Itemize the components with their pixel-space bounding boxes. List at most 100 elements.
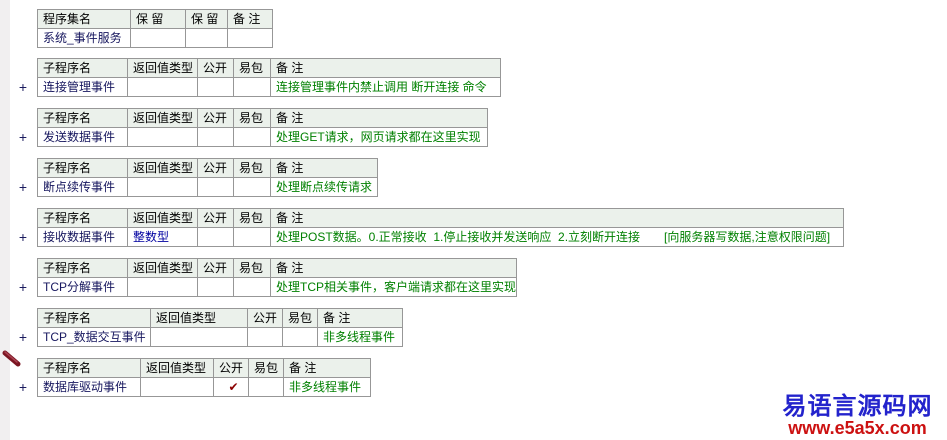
col-header-remark: 备 注 — [317, 308, 403, 328]
remark-cell[interactable]: 处理断点续传请求 — [270, 177, 378, 197]
epackage-cell[interactable] — [282, 327, 318, 347]
epackage-cell[interactable] — [248, 377, 284, 397]
col-header-return-type: 返回值类型 — [127, 258, 198, 278]
col-header-return-type: 返回值类型 — [127, 58, 198, 78]
col-header-subroutine-name: 子程序名 — [37, 58, 128, 78]
event-table-connection-manage: 子程序名 返回值类型 公开 易包 备 注 连接管理事件 连接管理事件内禁止调用 … — [37, 58, 501, 97]
expand-toggle[interactable]: + — [18, 229, 28, 245]
col-header-public: 公开 — [197, 108, 234, 128]
col-header-subroutine-name: 子程序名 — [37, 308, 151, 328]
table-row[interactable]: 断点续传事件 处理断点续传请求 — [37, 177, 378, 197]
margin-gutter — [0, 0, 10, 440]
remark-cell[interactable]: 非多线程事件 — [317, 327, 403, 347]
subroutine-name-cell[interactable]: 连接管理事件 — [37, 77, 128, 97]
event-header-row: 子程序名 返回值类型 公开 易包 备 注 — [37, 158, 378, 178]
table-row[interactable]: 连接管理事件 连接管理事件内禁止调用 断开连接 命令 — [37, 77, 501, 97]
public-cell[interactable] — [197, 227, 234, 247]
expand-toggle[interactable]: + — [18, 379, 28, 395]
subroutine-name-cell[interactable]: 发送数据事件 — [37, 127, 128, 147]
epackage-cell[interactable] — [233, 127, 271, 147]
expand-toggle[interactable]: + — [18, 129, 28, 145]
subroutine-name-cell[interactable]: 数据库驱动事件 — [37, 377, 141, 397]
event-header-row: 子程序名 返回值类型 公开 易包 备 注 — [37, 208, 844, 228]
epackage-cell[interactable] — [233, 227, 271, 247]
table-row[interactable]: TCP分解事件 处理TCP相关事件，客户端请求都在这里实现 — [37, 277, 518, 297]
col-header-remark: 备 注 — [270, 158, 378, 178]
public-cell[interactable] — [197, 77, 234, 97]
col-header-assembly-name: 程序集名 — [37, 9, 131, 29]
subroutine-name-cell[interactable]: TCP分解事件 — [37, 277, 128, 297]
subroutine-name-cell[interactable]: 断点续传事件 — [37, 177, 128, 197]
remark-cell[interactable]: 处理TCP相关事件，客户端请求都在这里实现 — [269, 277, 518, 297]
epackage-cell[interactable] — [233, 177, 271, 197]
col-header-epackage: 易包 — [233, 58, 271, 78]
col-header-return-type: 返回值类型 — [150, 308, 248, 328]
expand-toggle[interactable]: + — [18, 279, 28, 295]
return-type-cell[interactable] — [127, 127, 198, 147]
subroutine-name-cell[interactable]: 接收数据事件 — [37, 227, 128, 247]
event-header-row: 子程序名 返回值类型 公开 易包 备 注 — [37, 308, 403, 328]
public-cell[interactable] — [247, 327, 283, 347]
col-header-epackage: 易包 — [248, 358, 284, 378]
col-header-epackage: 易包 — [233, 208, 271, 228]
public-checkmark-icon[interactable]: ✔ — [213, 377, 249, 397]
remark-cell[interactable]: 处理POST数据。0.正常接收 1.停止接收并发送响应 2.立刻断开连接 [向服… — [270, 227, 844, 247]
reserved-cell[interactable] — [130, 28, 186, 48]
expand-toggle[interactable]: + — [18, 179, 28, 195]
remark-cell[interactable]: 处理GET请求，网页请求都在这里实现 — [270, 127, 488, 147]
col-header-return-type: 返回值类型 — [140, 358, 214, 378]
col-header-return-type: 返回值类型 — [127, 108, 198, 128]
event-header-row: 子程序名 返回值类型 公开 易包 备 注 — [37, 258, 518, 278]
expand-toggle[interactable]: + — [18, 329, 28, 345]
remark-cell[interactable] — [227, 28, 273, 48]
col-header-epackage: 易包 — [282, 308, 318, 328]
col-header-subroutine-name: 子程序名 — [37, 258, 128, 278]
epackage-cell[interactable] — [233, 277, 271, 297]
col-header-subroutine-name: 子程序名 — [37, 358, 141, 378]
return-type-cell[interactable] — [127, 277, 198, 297]
col-header-epackage: 易包 — [233, 108, 271, 128]
table-row[interactable]: 系统_事件服务 — [37, 28, 273, 48]
watermark-site-url: www.e5a5x.com — [788, 418, 927, 439]
col-header-public: 公开 — [213, 358, 249, 378]
public-cell[interactable] — [197, 177, 234, 197]
event-table-tcp-data-exchange: 子程序名 返回值类型 公开 易包 备 注 TCP_数据交互事件 非多线程事件 — [37, 308, 403, 347]
col-header-remark: 备 注 — [227, 9, 273, 29]
table-row[interactable]: 数据库驱动事件 ✔ 非多线程事件 — [37, 377, 371, 397]
table-row[interactable]: TCP_数据交互事件 非多线程事件 — [37, 327, 403, 347]
event-table-tcp-parse: 子程序名 返回值类型 公开 易包 备 注 TCP分解事件 处理TCP相关事件，客… — [37, 258, 518, 297]
col-header-epackage: 易包 — [233, 158, 271, 178]
remark-cell[interactable]: 连接管理事件内禁止调用 断开连接 命令 — [270, 77, 501, 97]
watermark: 易语言源码网 www.e5a5x.com — [768, 394, 947, 438]
event-table-send-data: 子程序名 返回值类型 公开 易包 备 注 发送数据事件 处理GET请求，网页请求… — [37, 108, 488, 147]
event-header-row: 子程序名 返回值类型 公开 易包 备 注 — [37, 108, 488, 128]
reserved-cell[interactable] — [185, 28, 228, 48]
public-cell[interactable] — [197, 277, 234, 297]
table-row[interactable]: 发送数据事件 处理GET请求，网页请求都在这里实现 — [37, 127, 488, 147]
col-header-subroutine-name: 子程序名 — [37, 108, 128, 128]
event-header-row: 子程序名 返回值类型 公开 易包 备 注 — [37, 58, 501, 78]
epackage-cell[interactable] — [233, 77, 271, 97]
col-header-public: 公开 — [197, 58, 234, 78]
col-header-public: 公开 — [197, 208, 234, 228]
expand-toggle[interactable]: + — [18, 79, 28, 95]
return-type-cell[interactable] — [140, 377, 214, 397]
col-header-remark: 备 注 — [270, 208, 844, 228]
assembly-name-cell[interactable]: 系统_事件服务 — [37, 28, 131, 48]
return-type-cell[interactable] — [150, 327, 248, 347]
col-header-subroutine-name: 子程序名 — [37, 208, 128, 228]
public-cell[interactable] — [197, 127, 234, 147]
event-table-database-driver: 子程序名 返回值类型 公开 易包 备 注 数据库驱动事件 ✔ 非多线程事件 — [37, 358, 371, 397]
col-header-remark: 备 注 — [270, 58, 501, 78]
col-header-reserved-1: 保 留 — [130, 9, 186, 29]
watermark-site-name: 易语言源码网 — [782, 393, 933, 420]
table-row[interactable]: 接收数据事件 整数型 处理POST数据。0.正常接收 1.停止接收并发送响应 2… — [37, 227, 844, 247]
return-type-cell[interactable] — [127, 177, 198, 197]
return-type-cell[interactable]: 整数型 — [127, 227, 198, 247]
remark-cell[interactable]: 非多线程事件 — [283, 377, 371, 397]
col-header-public: 公开 — [197, 258, 234, 278]
col-header-remark: 备 注 — [269, 258, 518, 278]
subroutine-name-cell[interactable]: TCP_数据交互事件 — [37, 327, 151, 347]
return-type-cell[interactable] — [127, 77, 198, 97]
